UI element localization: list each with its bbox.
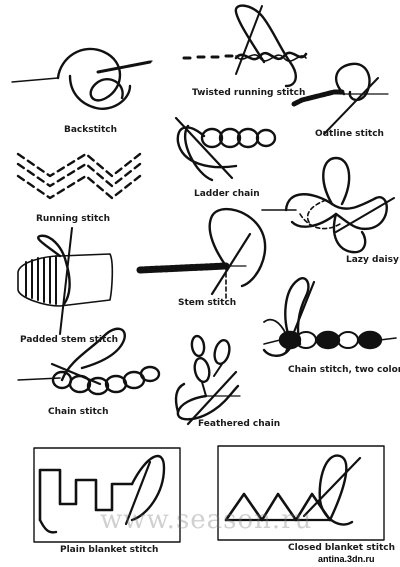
chain-stitch-label: Chain stitch: [48, 407, 109, 417]
stem-stitch-illustration: [136, 207, 267, 301]
chain-stitch-illustration: [17, 327, 161, 396]
outline-illustration: [291, 62, 389, 135]
closed-blanket-label: Closed blanket stitch: [288, 543, 395, 553]
padded-stem-label: Padded stem stitch: [20, 335, 119, 345]
ladder-chain-illustration: [174, 116, 277, 182]
backstitch-label: Backstitch: [64, 125, 118, 135]
twisted-running-illustration: [182, 4, 308, 88]
chain-two-colors-label: Chain stitch, two colors: [288, 365, 400, 375]
twisted-running-label: Twisted running stitch: [192, 88, 306, 98]
plain-blanket-label: Plain blanket stitch: [60, 545, 159, 555]
padded-stem-illustration: [17, 227, 114, 335]
running-stitch-label: Running stitch: [36, 214, 111, 224]
closed-blanket-illustration: [217, 445, 385, 541]
feathered-chain-label: Feathered chain: [198, 419, 281, 429]
chain-two-colors-illustration: [262, 277, 397, 357]
lazy-daisy-illustration: [261, 156, 395, 254]
plain-blanket-illustration: [33, 447, 181, 543]
watermark: www.season.ru: [100, 505, 313, 535]
stem-stitch-label: Stem stitch: [178, 298, 237, 308]
lazy-daisy-label: Lazy daisy: [346, 255, 399, 265]
source-credit: antina.3dn.ru: [318, 554, 375, 564]
ladder-chain-label: Ladder chain: [194, 189, 260, 199]
backstitch-illustration: [11, 47, 153, 110]
outline-label: Outline stitch: [315, 129, 384, 139]
running-stitch-illustration: [16, 152, 142, 200]
feathered-chain-illustration: [174, 334, 241, 426]
